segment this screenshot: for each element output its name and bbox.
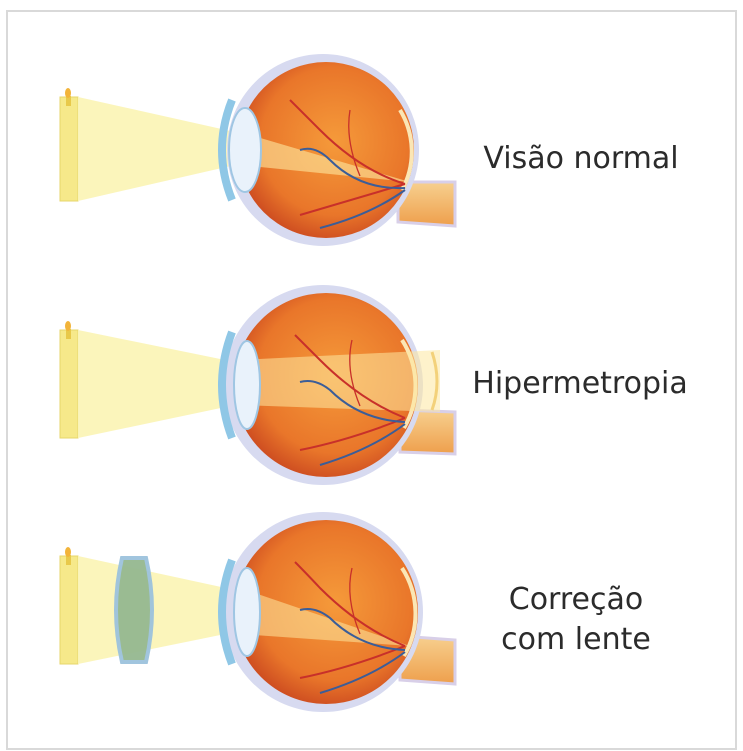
crystalline-lens xyxy=(229,108,261,192)
light-source xyxy=(60,97,78,201)
light-cone xyxy=(78,97,235,201)
label-correction: Correção com lente xyxy=(486,580,666,660)
label-hypermetropia: Hipermetropia xyxy=(460,364,700,404)
panel-correction xyxy=(60,512,455,712)
crystalline-lens xyxy=(234,568,260,656)
label-correction-line2: com lente xyxy=(486,620,666,660)
panel-hypermetropia xyxy=(60,285,455,485)
focus-behind-retina xyxy=(240,350,440,412)
panel-normal-vision xyxy=(60,54,455,246)
label-normal-vision: Visão normal xyxy=(466,139,696,179)
crystalline-lens xyxy=(234,341,260,429)
light-source xyxy=(60,330,78,438)
light-source xyxy=(60,556,78,664)
light-cone xyxy=(78,556,235,664)
label-correction-line1: Correção xyxy=(486,580,666,620)
light-cone xyxy=(78,330,235,438)
corrective-lens xyxy=(116,558,152,662)
